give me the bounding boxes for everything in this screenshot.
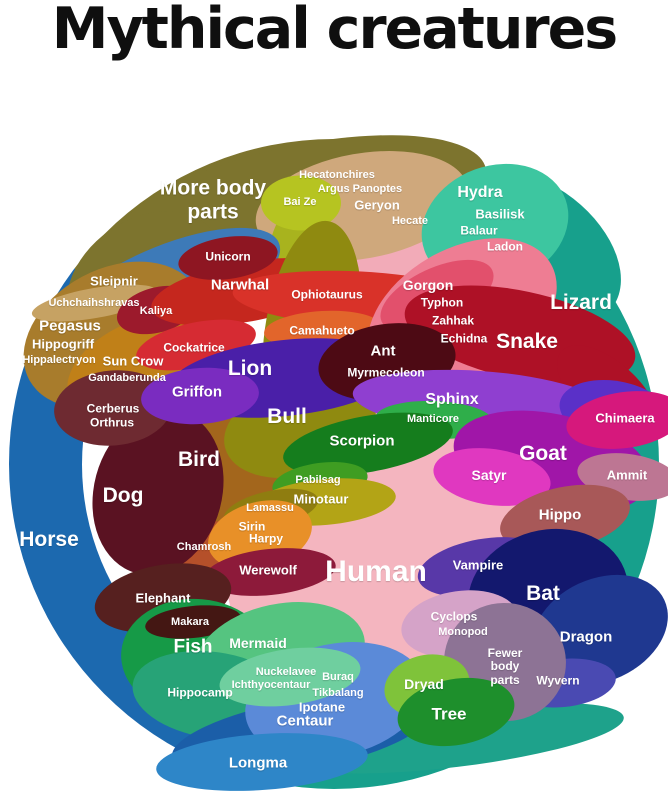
page-title: Mythical creatures <box>51 0 618 62</box>
